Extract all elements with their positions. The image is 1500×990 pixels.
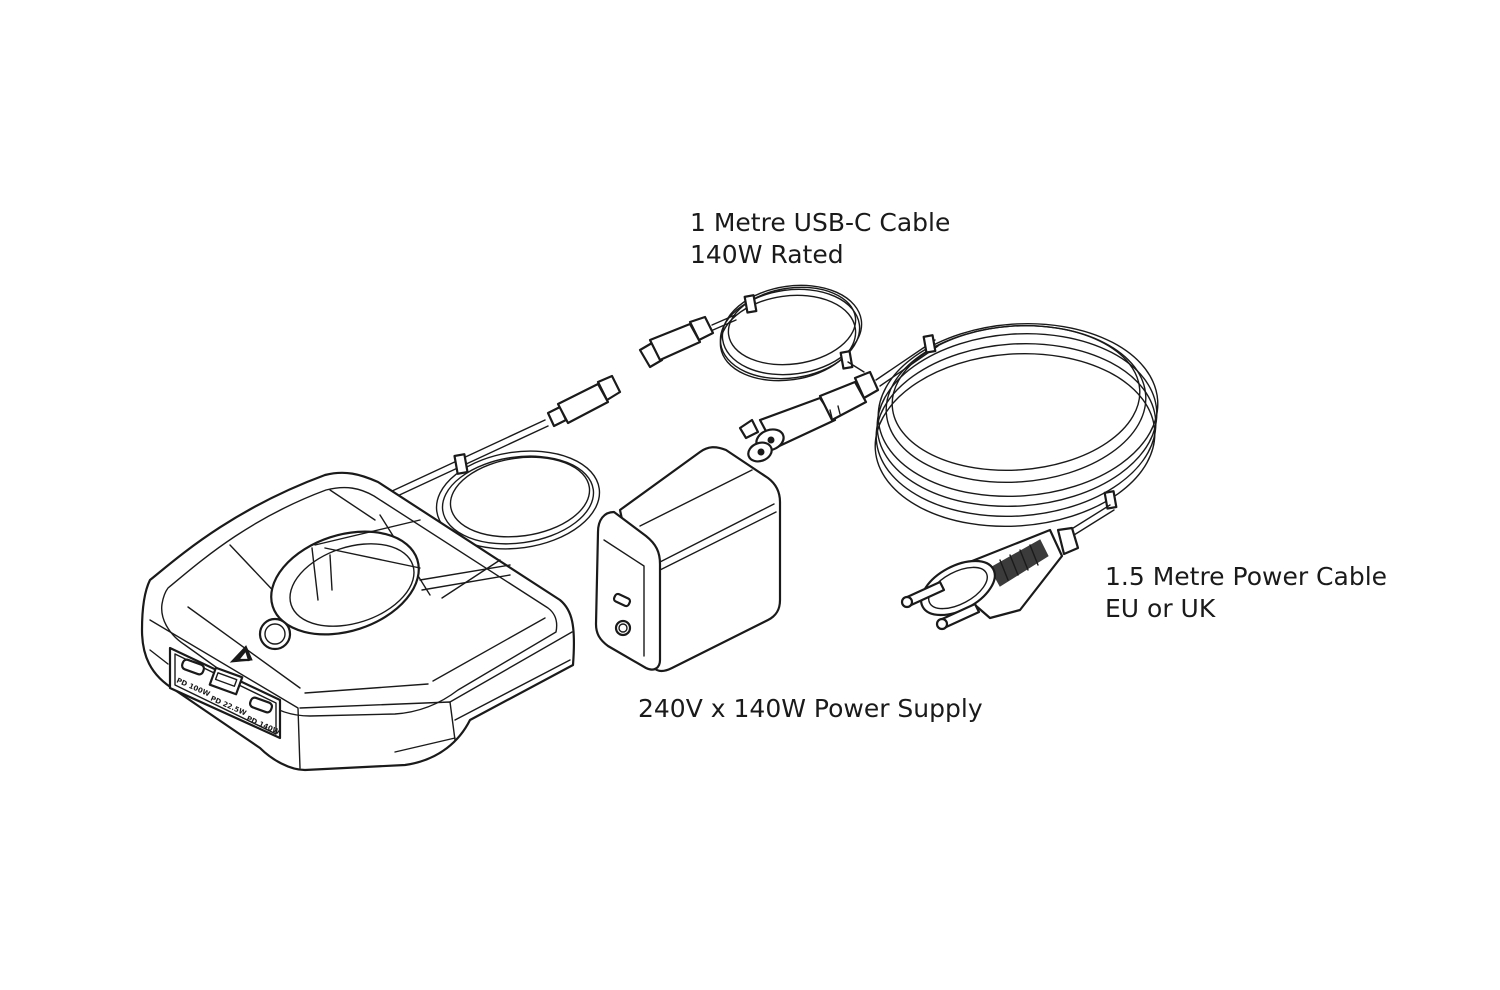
power-cable-label-line2: EU or UK (1105, 594, 1216, 623)
power-supply-label: 240V x 140W Power Supply (638, 694, 983, 723)
power-cable-callout: 1.5 Metre Power Cable EU or UK (1105, 561, 1387, 625)
brand-logo-icon (229, 645, 253, 663)
charging-dock: PD 100W PD 22.5W PD 140W (140, 374, 622, 772)
usb-cable-label-line2: 140W Rated (690, 240, 844, 269)
power-cable-label-line1: 1.5 Metre Power Cable (1105, 562, 1388, 591)
dock-usb-c-plug (546, 374, 622, 428)
power-supply-brick (594, 446, 782, 673)
usb-cable-callout: 1 Metre USB-C Cable 140W Rated (690, 207, 950, 271)
usb-cable-label-line1: 1 Metre USB-C Cable (690, 208, 951, 237)
power-cable (738, 322, 1159, 631)
figure-8-connector (738, 370, 880, 463)
usb-c-cable (638, 284, 865, 382)
power-supply-callout: 240V x 140W Power Supply (638, 693, 983, 725)
eu-power-plug (900, 526, 1080, 631)
